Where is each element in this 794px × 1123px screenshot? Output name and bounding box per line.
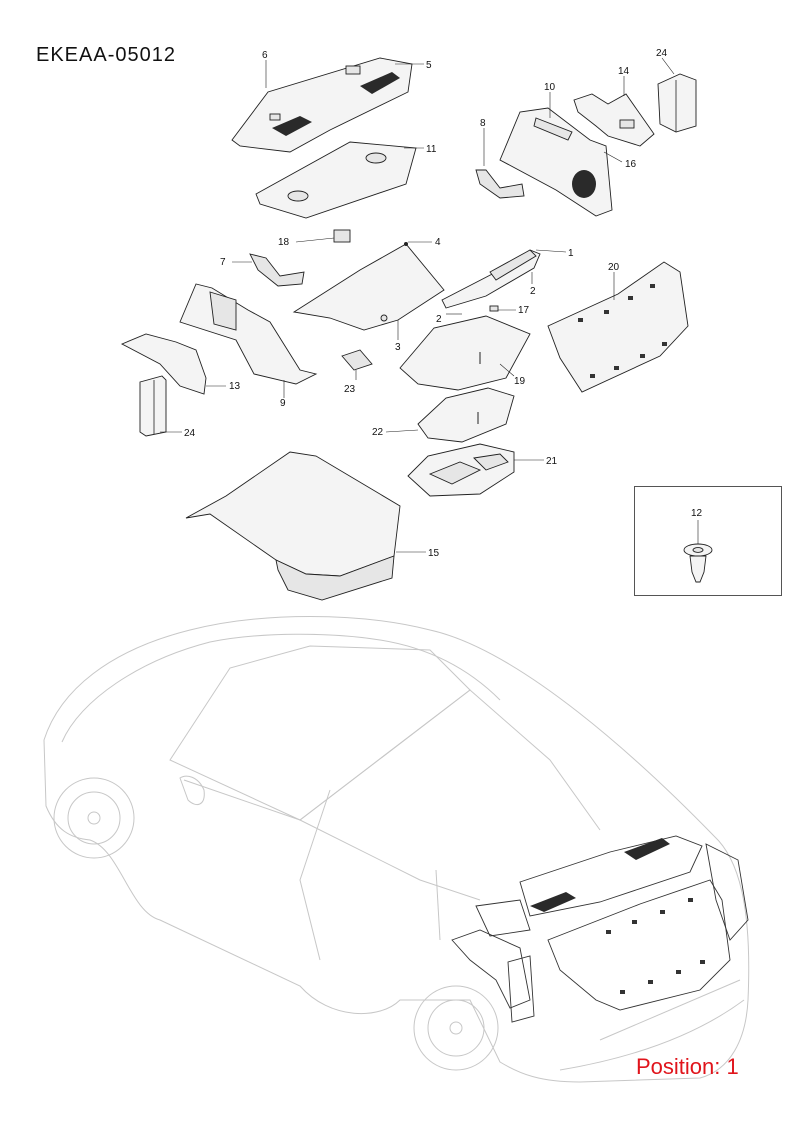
part-13-wheelhouse-trim[interactable] xyxy=(120,333,207,395)
part-20-tailgate-trim[interactable] xyxy=(547,261,689,393)
part-7-trim-strip[interactable] xyxy=(249,253,305,287)
part-12-push-clip[interactable] xyxy=(683,543,713,583)
part-17-clip[interactable] xyxy=(489,305,499,312)
part-24-foam-block-left[interactable] xyxy=(139,375,167,437)
callout-label: 21 xyxy=(546,456,558,467)
part-19-floor-mat[interactable] xyxy=(399,315,531,391)
diagram-code: EKEAA-05012 xyxy=(36,44,176,66)
callout-label: 6 xyxy=(262,50,268,61)
part-21-storage-tray[interactable] xyxy=(407,443,515,497)
detail-inset-box xyxy=(634,486,782,596)
callout-label: 22 xyxy=(372,427,384,438)
callout-label: 2 xyxy=(436,314,442,325)
callout-label: 12 xyxy=(691,508,703,519)
part-8-trim-strip[interactable] xyxy=(475,169,525,199)
callout-label: 24 xyxy=(184,428,196,439)
callout-label: 14 xyxy=(618,66,630,77)
callout-label: 10 xyxy=(544,82,556,93)
part-11-shelf-panel[interactable] xyxy=(255,141,417,219)
part-3-trunk-floor-trim[interactable] xyxy=(292,242,445,331)
callout-label: 23 xyxy=(344,384,356,395)
vehicle-outline xyxy=(43,616,750,1083)
part-22-cover[interactable] xyxy=(417,387,515,443)
part-16-side-trim-right[interactable] xyxy=(499,107,613,217)
callout-label: 3 xyxy=(395,342,401,353)
part-14-bracket[interactable] xyxy=(573,93,655,147)
callout-label: 1 xyxy=(568,248,574,259)
part-1-sill-trim[interactable] xyxy=(441,249,541,309)
callout-label: 20 xyxy=(608,262,620,273)
callout-label: 13 xyxy=(229,381,241,392)
position-label: Position: 1 xyxy=(636,1054,739,1079)
callout-label: 8 xyxy=(480,118,486,129)
callout-label: 15 xyxy=(428,548,440,559)
callout-label: 5 xyxy=(426,60,432,71)
part-15-trunk-liner[interactable] xyxy=(185,451,401,601)
callout-label: 11 xyxy=(426,144,437,155)
callout-labels: 1 2 2 3 4 5 6 7 8 9 10 11 12 13 14 15 16… xyxy=(184,48,703,559)
part-9-side-trim-left[interactable] xyxy=(179,283,318,385)
callout-label: 16 xyxy=(625,159,637,170)
callout-label: 9 xyxy=(280,398,286,409)
part-24-foam-block-top[interactable] xyxy=(657,73,697,133)
vehicle-installed-trunk-trim xyxy=(451,835,749,1023)
callout-label: 18 xyxy=(278,237,290,248)
callout-label: 24 xyxy=(656,48,668,59)
callout-label: 19 xyxy=(514,376,526,387)
callout-label: 2 xyxy=(530,286,536,297)
part-18-clip[interactable] xyxy=(333,229,351,243)
part-5-parcel-shelf[interactable] xyxy=(231,57,413,153)
part-23-plate[interactable] xyxy=(341,349,373,371)
callout-label: 7 xyxy=(220,257,226,268)
callout-label: 4 xyxy=(435,237,441,248)
callout-label: 17 xyxy=(518,305,530,316)
